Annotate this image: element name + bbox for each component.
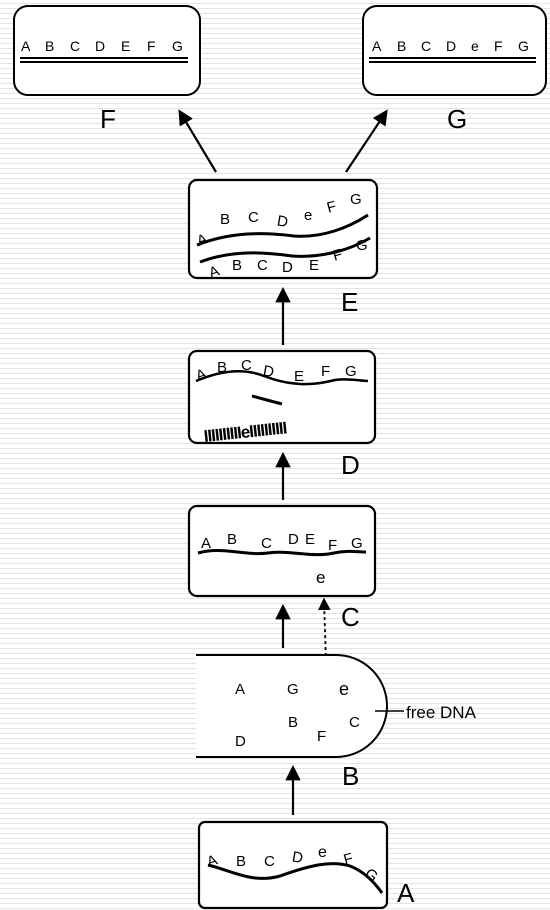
arrow-e-to-g [345, 109, 388, 173]
panel-g-box [362, 5, 547, 96]
gene-letter: G [345, 363, 357, 380]
gene-letter: G [351, 535, 363, 552]
panel-a: A B C D e F G A [197, 820, 415, 910]
gene-letter: A [372, 38, 382, 54]
gene-letter: D [291, 848, 305, 867]
panel-a-label: A [397, 878, 415, 908]
dna-strand [207, 862, 384, 894]
panel-d: A B C D E F G IIIIIIIIIIeIIIIIIIIII D [187, 349, 377, 480]
dna-strand-top [196, 213, 369, 247]
gene-letter: D [446, 38, 456, 54]
gene-letter: B [397, 38, 406, 54]
gene-letter: F [325, 198, 338, 217]
panel-e-top-letters: A B C D e F G [195, 191, 362, 250]
panel-e-label: E [341, 287, 358, 317]
gene-letter: C [248, 209, 259, 226]
gene-letter: D [282, 259, 293, 276]
gene-letter: B [227, 531, 237, 548]
gene-letter: E [305, 531, 315, 548]
panel-d-box [187, 349, 377, 445]
panel-f-box [13, 5, 201, 96]
panel-c-gene-letters: A B C D E F G [201, 531, 363, 554]
arrow-e-to-f [178, 109, 217, 173]
dna-strand [195, 369, 369, 386]
panel-g-gene-letters: A B C D e F G [372, 38, 529, 54]
gene-letter: A [21, 38, 31, 54]
dna-strand [197, 549, 367, 557]
gene-letter: B [236, 853, 246, 870]
panel-g: A B C D e F G G [362, 5, 547, 134]
panel-c-label: C [341, 602, 360, 632]
gene-letter: G [172, 38, 183, 54]
free-dna-label: free DNA [406, 703, 477, 722]
free-gene-letter: e [316, 568, 325, 587]
panel-b-label: B [342, 761, 359, 791]
gene-letter: C [257, 257, 268, 274]
gene-letter: C [70, 38, 80, 54]
cell-outline [196, 654, 388, 758]
gene-letter: D [276, 212, 290, 231]
panel-a-box [197, 820, 389, 910]
gene-letter: F [494, 38, 503, 54]
gene-letter: D [95, 38, 105, 54]
panel-e-bottom-letters: A B C D E F G [207, 237, 368, 282]
gene-letter: A [201, 535, 211, 552]
gene-letter: E [121, 38, 130, 54]
gene-letter: e [339, 679, 349, 699]
gene-letter: C [241, 357, 252, 374]
background-stripes [0, 3, 550, 909]
gene-letter: A [235, 681, 245, 698]
panel-f: A B C D E F G F [13, 5, 201, 134]
panel-c: A B C D E F G e C [187, 504, 377, 632]
panel-e: A B C D e F G A B C D E F G E [187, 178, 379, 317]
gene-letter: E [309, 257, 319, 274]
panel-f-label: F [100, 104, 116, 134]
gene-letter: D [288, 531, 299, 548]
gene-letter: G [350, 191, 362, 208]
dna-fragment [251, 394, 283, 406]
gene-letter: G [518, 38, 529, 54]
gene-letter: G [356, 237, 368, 254]
dna-strand-bottom [199, 236, 371, 264]
panel-b-gene-letters: A G e B C D F [235, 679, 360, 750]
panel-b: A G e B C D F free DNA B [196, 654, 477, 791]
gene-letter: F [331, 246, 344, 265]
gene-letter: e [304, 207, 312, 224]
gene-letter: F [321, 363, 330, 380]
gene-letter: B [232, 257, 242, 274]
gene-letter: C [349, 714, 360, 731]
gene-letter: E [294, 368, 304, 385]
gene-letter: B [45, 38, 54, 54]
gene-letter: D [235, 733, 246, 750]
panel-d-label: D [341, 450, 360, 480]
gene-letter: e [318, 844, 327, 861]
gene-letter: F [147, 38, 156, 54]
gene-letter: F [328, 537, 337, 554]
gene-letter: G [287, 681, 299, 698]
panel-g-label: G [447, 104, 467, 134]
gene-letter: B [217, 359, 227, 376]
gene-letter: B [288, 714, 298, 731]
gene-letter: F [317, 728, 326, 745]
gene-letter: C [421, 38, 431, 54]
gene-letter: e [471, 38, 479, 54]
gene-letter: C [264, 853, 275, 870]
panel-f-gene-letters: A B C D E F G [21, 38, 183, 54]
gene-letter: C [261, 535, 272, 552]
gene-letter: B [220, 211, 230, 228]
